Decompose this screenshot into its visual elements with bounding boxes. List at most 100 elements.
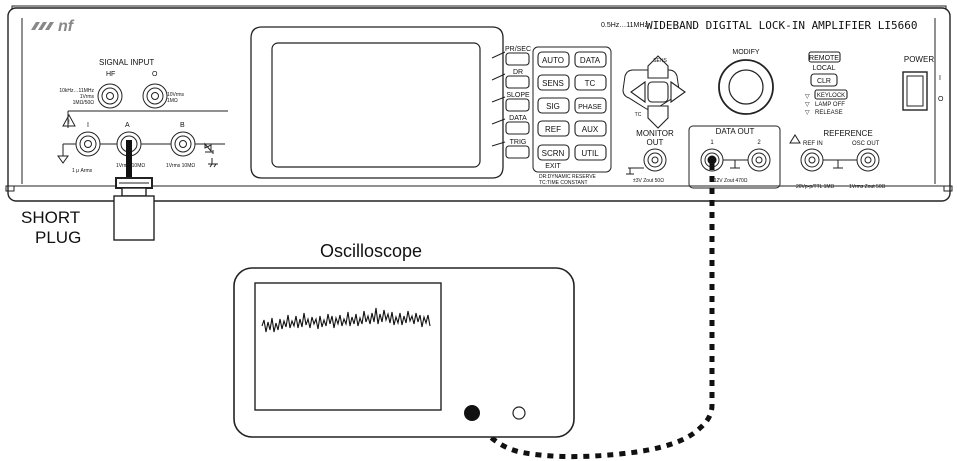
data-out-ch2-label: 2 xyxy=(757,140,761,146)
short-plug-label-2: PLUG xyxy=(35,228,81,247)
ref-in-label: REF IN xyxy=(803,141,823,147)
power-switch[interactable] xyxy=(902,71,928,111)
oscilloscope xyxy=(233,267,575,438)
oscilloscope-input-connector[interactable] xyxy=(464,405,480,421)
data-key[interactable] xyxy=(505,121,530,135)
arrow-left-label: TC xyxy=(635,112,642,118)
util-key-label: UTIL xyxy=(581,149,599,158)
auto-key-label: AUTO xyxy=(542,56,564,65)
hf-connector[interactable] xyxy=(97,83,123,109)
release-label: RELEASE xyxy=(815,110,843,116)
sig-key-label: SIG xyxy=(546,102,560,111)
function-keypad: AUTO DATA SENS TC SIG PHASE REF AUX SCRN… xyxy=(532,46,612,173)
power-on-mark: I xyxy=(939,75,941,82)
osc-out-spec: 1Vrms Zout 50Ω xyxy=(849,184,886,190)
tc-key[interactable] xyxy=(574,74,607,91)
tc-key-label: TC xyxy=(585,79,596,88)
data-out-ch1-label: 1 xyxy=(710,140,714,146)
brand-name: nf xyxy=(58,18,75,35)
auto-key[interactable] xyxy=(537,51,570,68)
b-spec: 1Vrms 10MΩ xyxy=(166,163,195,169)
short-plug-label-1: SHORT xyxy=(21,208,80,227)
data-function-key-label: DATA xyxy=(580,56,601,65)
ref-key-label: REF xyxy=(545,125,561,134)
phase-key[interactable] xyxy=(574,97,607,114)
reference-section: REFERENCE REF IN OSC OUT 20Vp-p/TTL 1MΩ … xyxy=(789,129,886,190)
power-off-mark: O xyxy=(938,96,944,103)
osc-out-label: OSC OUT xyxy=(852,141,880,147)
ref-in-spec: 20Vp-p/TTL 1MΩ xyxy=(796,184,835,190)
hf-spec-1: 10kHz…11MHz xyxy=(59,88,94,94)
left-arrow-key[interactable] xyxy=(630,80,646,104)
data-label: DATA xyxy=(509,115,527,122)
o-connector[interactable] xyxy=(142,83,168,109)
oscilloscope-screen xyxy=(254,282,442,411)
monitor-out-connector[interactable] xyxy=(643,148,667,172)
dr-label: DR xyxy=(513,69,523,76)
dr-legend: DR:DYNAMIC RESERVE xyxy=(539,174,597,180)
hf-spec-2: 1Vrms xyxy=(80,94,95,100)
util-key[interactable] xyxy=(574,144,607,161)
data-function-key[interactable] xyxy=(574,51,607,68)
remote-section: REMOTE LOCAL CLR ▽ KEYLOCK ▽ LAMP OFF ▽ … xyxy=(805,51,848,116)
trig-label: TRIG xyxy=(510,139,527,146)
reference-title: REFERENCE xyxy=(823,129,872,138)
keylock-label: KEYLOCK xyxy=(817,93,845,99)
pr-sec-key[interactable] xyxy=(505,52,530,66)
data-out-title: DATA OUT xyxy=(716,127,755,136)
modify-label: MODIFY xyxy=(732,49,760,56)
lcd-display xyxy=(250,26,504,179)
o-label: O xyxy=(152,71,158,78)
monitor-out-spec: ±3V Zout 50Ω xyxy=(633,178,664,184)
signal-input-title: SIGNAL INPUT xyxy=(99,58,154,67)
oscilloscope-label: Oscilloscope xyxy=(320,241,422,261)
scrn-key[interactable] xyxy=(537,144,570,161)
signal-cable xyxy=(469,164,715,460)
chassis-ground-icon xyxy=(208,158,218,168)
noise-waveform xyxy=(261,307,431,333)
up-arrow-key[interactable] xyxy=(647,55,669,79)
diode-icon xyxy=(204,142,214,154)
slope-label: SLOPE xyxy=(506,92,530,99)
data-out-spec: ±12V Zout 470Ω xyxy=(711,178,748,184)
scrn-key-label: SCRN xyxy=(542,149,565,158)
ground-icon xyxy=(57,144,69,164)
warning-icon xyxy=(789,134,801,144)
sens-key-label: SENS xyxy=(542,79,564,88)
i-spec: 1 μ Arms xyxy=(72,168,93,174)
right-arrow-key[interactable] xyxy=(670,80,686,104)
clr-key[interactable] xyxy=(810,73,838,87)
svg-text:▽: ▽ xyxy=(805,94,810,100)
tc-legend: TC:TIME CONSTANT xyxy=(539,180,588,186)
monitor-out-section: MONITOR OUT ±3V Zout 50Ω xyxy=(626,129,674,184)
dr-key[interactable] xyxy=(505,75,530,89)
phase-key-label: PHASE xyxy=(578,104,602,111)
short-plug xyxy=(113,140,155,241)
power-label: POWER xyxy=(904,55,934,64)
down-arrow-key[interactable] xyxy=(647,105,669,129)
hf-spec-3: 1MΩ/50Ω xyxy=(73,100,95,106)
oscilloscope-input-2[interactable] xyxy=(512,406,526,420)
aux-key[interactable] xyxy=(574,120,607,137)
ref-key[interactable] xyxy=(537,120,570,137)
center-key[interactable] xyxy=(647,81,669,103)
exit-label: EXIT xyxy=(545,163,561,170)
i-label: I xyxy=(87,122,89,129)
slope-key[interactable] xyxy=(505,98,530,112)
clr-key-label: CLR xyxy=(817,78,831,85)
svg-text:!: ! xyxy=(68,120,70,126)
modify-knob[interactable] xyxy=(718,59,774,115)
pr-sec-label: PR/SEC xyxy=(505,46,531,53)
lamp-off-label: LAMP OFF xyxy=(815,102,845,108)
warning-icon xyxy=(62,113,76,127)
monitor-out-title-1: MONITOR xyxy=(636,129,674,138)
remote-label: REMOTE xyxy=(809,55,839,62)
keylock-key[interactable] xyxy=(814,89,848,100)
monitor-out-title-2: OUT xyxy=(647,138,664,147)
sens-key[interactable] xyxy=(537,74,570,91)
trig-key[interactable] xyxy=(505,145,530,159)
hf-label: HF xyxy=(106,71,115,78)
sig-key[interactable] xyxy=(537,97,570,114)
a-label: A xyxy=(125,122,130,129)
